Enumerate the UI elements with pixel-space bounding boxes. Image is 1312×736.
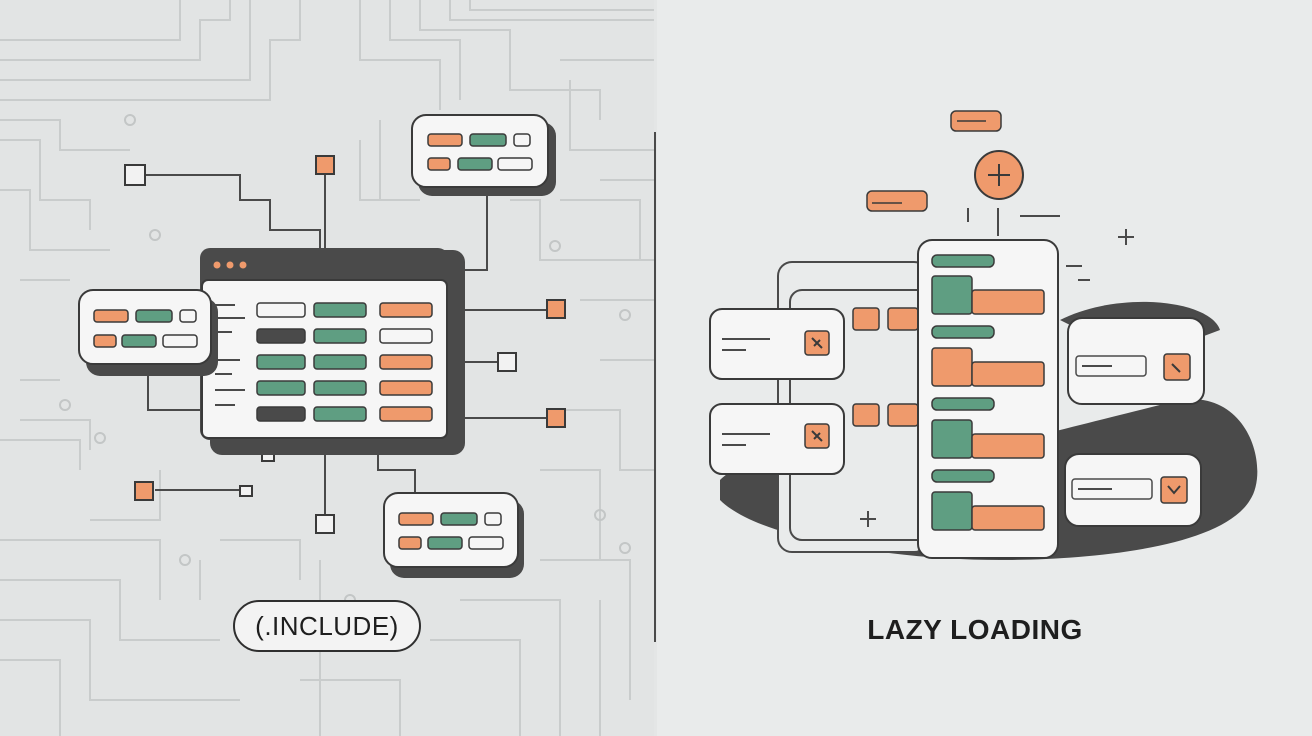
lazy-card-left-bottom — [709, 403, 845, 475]
terminal-nodes — [124, 155, 566, 534]
connectors — [145, 174, 548, 515]
lazy-card-left-top — [709, 308, 845, 380]
panel-divider — [654, 132, 656, 642]
circuit-nodes — [59, 114, 631, 606]
included-card-left — [78, 289, 218, 376]
included-card-bottom — [383, 492, 524, 578]
tool-icon — [811, 337, 823, 349]
chevron-down-icon — [1167, 485, 1181, 495]
main-data-window — [200, 248, 465, 455]
circuit-traces — [0, 0, 654, 736]
tool-icon — [1171, 363, 1181, 373]
include-label: (.INCLUDE) — [233, 600, 421, 652]
plus-icon — [1118, 229, 1134, 245]
lazy-list-column — [917, 239, 1059, 559]
lazy-loading-label: LAZY LOADING — [867, 614, 1083, 645]
lazy-card-right-bottom — [1064, 453, 1202, 527]
plus-icon — [860, 511, 876, 527]
tool-icon — [811, 430, 823, 442]
included-card-top — [411, 114, 556, 196]
minus-icon — [1066, 265, 1090, 281]
include-diagram — [0, 0, 654, 736]
lazy-card-right-top — [1067, 317, 1205, 405]
floating-elements — [860, 110, 1134, 527]
